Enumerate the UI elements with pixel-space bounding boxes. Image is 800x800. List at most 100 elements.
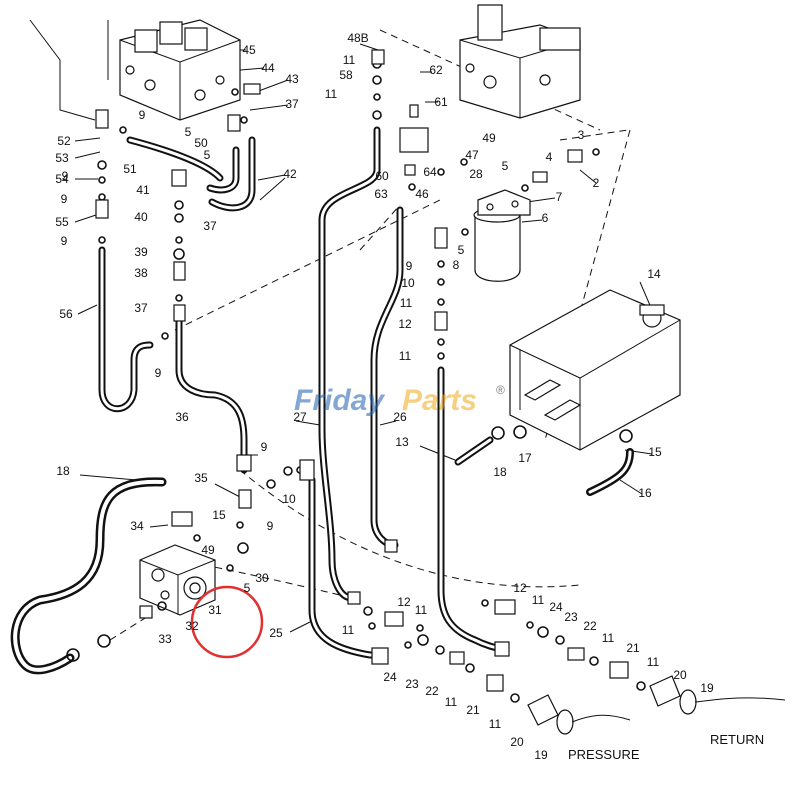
part-label: 38 <box>134 266 148 280</box>
part-label: 18 <box>493 465 507 479</box>
part-label: 20 <box>673 668 687 682</box>
part-label: 11 <box>415 603 428 617</box>
part-label: 9 <box>155 366 162 380</box>
watermark-reg: ® <box>496 383 505 397</box>
part-label: 37 <box>203 219 217 233</box>
part-label: 27 <box>293 410 307 424</box>
part-label: 37 <box>134 301 148 315</box>
part-label: 63 <box>374 187 388 201</box>
part-label: 49 <box>201 543 215 557</box>
watermark-text-b: Parts <box>402 384 477 417</box>
part-label: 45 <box>242 43 256 57</box>
part-label: 34 <box>130 519 144 533</box>
part-label: 5 <box>204 148 211 162</box>
part-label: 50 <box>194 136 208 150</box>
valve-block-top-right <box>459 4 581 119</box>
part-label: 52 <box>57 134 71 148</box>
part-label: 20 <box>510 735 524 749</box>
highlight-circle <box>190 585 264 659</box>
part-label: 11 <box>532 593 545 607</box>
part-label: 17 <box>518 451 532 465</box>
part-label: 5 <box>502 159 509 173</box>
part-label: 11 <box>445 695 458 709</box>
part-label: 23 <box>564 610 578 624</box>
part-label: 18 <box>56 464 70 478</box>
filter-6 <box>473 189 531 282</box>
watermark-text-a: Friday <box>294 384 385 417</box>
watermark: Friday Parts ® <box>294 383 505 417</box>
part-label: 28 <box>469 167 483 181</box>
part-label: 5 <box>185 125 192 139</box>
part-label: 11 <box>342 623 355 637</box>
part-label: 43 <box>285 72 299 86</box>
part-label: 9 <box>139 108 146 122</box>
part-label: 10 <box>401 276 415 290</box>
part-label: 55 <box>55 215 69 229</box>
part-label: 22 <box>425 684 439 698</box>
part-label: 64 <box>423 165 437 179</box>
part-label: 11 <box>325 87 338 101</box>
pressure-caption: PRESSURE <box>568 747 640 762</box>
part-label: 42 <box>283 167 297 181</box>
part-label: 9 <box>267 519 274 533</box>
hoses <box>10 126 634 675</box>
part-label: 60 <box>375 169 389 183</box>
part-label: 21 <box>466 703 480 717</box>
part-label: 14 <box>647 267 661 281</box>
part-label: 58 <box>339 68 353 82</box>
valve-block-45 <box>119 19 241 121</box>
pump-31 <box>139 544 216 616</box>
part-label: 9 <box>406 259 413 273</box>
part-label: 36 <box>175 410 189 424</box>
part-label: 32 <box>185 619 199 633</box>
part-label: 62 <box>429 63 443 77</box>
part-label: 19 <box>534 748 548 762</box>
part-label: 46 <box>415 187 429 201</box>
part-label: 39 <box>134 245 148 259</box>
part-label: 5 <box>244 581 251 595</box>
part-label: 6 <box>542 211 549 225</box>
part-label: 11 <box>400 296 413 310</box>
part-label: 48B <box>347 31 368 45</box>
part-label: 22 <box>583 619 597 633</box>
part-label: 11 <box>602 631 615 645</box>
fittings <box>66 49 786 735</box>
part-label: 9 <box>261 440 268 454</box>
part-label: 47 <box>465 148 479 162</box>
part-label: 12 <box>398 317 412 331</box>
part-label: 11 <box>489 717 502 731</box>
part-label: 21 <box>626 641 640 655</box>
part-label: 41 <box>136 183 150 197</box>
part-label: 53 <box>55 151 69 165</box>
part-label: 54 <box>55 172 69 186</box>
part-label: 26 <box>393 410 407 424</box>
part-label: 37 <box>285 97 299 111</box>
part-label: 2 <box>593 176 600 190</box>
part-label: 56 <box>59 307 73 321</box>
part-label: 40 <box>134 210 148 224</box>
part-label: 24 <box>549 600 563 614</box>
part-label: 61 <box>434 95 448 109</box>
part-label: 31 <box>208 603 222 617</box>
part-label: 33 <box>158 632 172 646</box>
part-label: 49 <box>482 131 496 145</box>
part-label: 11 <box>399 349 412 363</box>
part-label: 23 <box>405 677 419 691</box>
part-label: 11 <box>647 655 660 669</box>
part-label: 24 <box>383 670 397 684</box>
part-label: 8 <box>453 258 460 272</box>
part-label: 9 <box>61 192 68 206</box>
tank-14 <box>509 289 681 451</box>
part-label: 35 <box>194 471 208 485</box>
part-label: 30 <box>255 571 269 585</box>
part-label: 9 <box>62 169 69 183</box>
part-label: 11 <box>343 53 356 67</box>
part-label: 9 <box>61 234 68 248</box>
part-label: 51 <box>123 162 137 176</box>
part-label: 3 <box>578 128 585 142</box>
part-label: 16 <box>638 486 652 500</box>
part-label: 25 <box>269 626 283 640</box>
part-label: 12 <box>397 595 411 609</box>
